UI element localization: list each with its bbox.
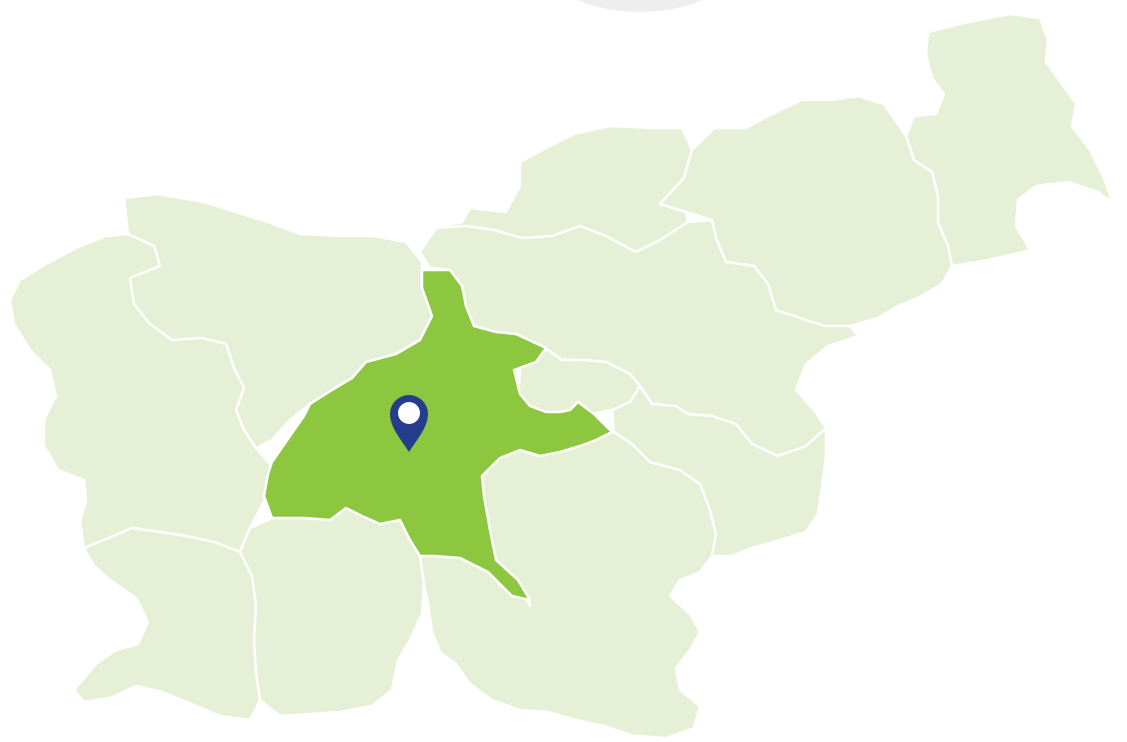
region-osrednjeslovenska[interactable] xyxy=(262,268,614,602)
region-pomurska[interactable] xyxy=(904,12,1127,268)
background-shape xyxy=(576,0,704,12)
region-posavska[interactable] xyxy=(610,384,828,558)
map-pin-icon[interactable] xyxy=(390,395,428,452)
map-pin-dot xyxy=(398,402,420,424)
region-obalno-kraska[interactable] xyxy=(72,526,262,722)
region-goriska[interactable] xyxy=(8,232,274,554)
region-primorsko-notranjska[interactable] xyxy=(238,506,426,718)
